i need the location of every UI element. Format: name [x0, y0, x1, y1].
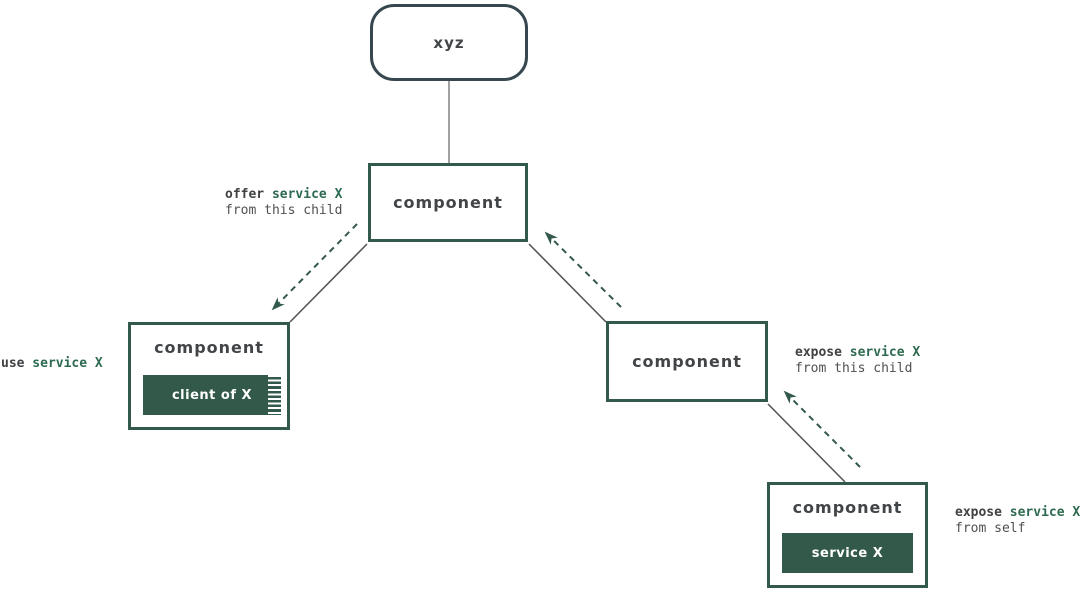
node-component-top: component	[368, 163, 528, 242]
annotation-expose-child-verb: expose	[795, 345, 842, 360]
requires-interface-comb-icon	[268, 375, 281, 415]
annotation-expose-service-self: expose service X from self	[955, 505, 1080, 537]
client-of-x-label: client of X	[171, 387, 253, 403]
annotation-offer-detail: from this child	[225, 203, 343, 218]
edge-top-to-right-component	[528, 243, 607, 323]
annotation-offer-line1: offer service X	[225, 187, 342, 203]
edge-right-to-bottom-component	[767, 403, 846, 483]
edge-top-to-left-component	[289, 243, 368, 323]
annotation-offer-object: service X	[271, 187, 343, 202]
annotation-expose-service-child: expose service X from this child	[795, 345, 920, 377]
annotation-expose-self-verb: expose	[955, 505, 1002, 520]
node-component-top-label: component	[393, 193, 503, 212]
annotation-use-verb: use	[1, 356, 25, 371]
annotation-use-object: service X	[32, 356, 103, 371]
arrow-expose-service-from-self	[783, 390, 861, 468]
annotation-expose-self-detail: from self	[955, 521, 1026, 536]
node-xyz-label: xyz	[433, 33, 465, 52]
node-component-left-label: component	[154, 338, 264, 357]
annotation-offer-verb: offer	[225, 187, 265, 202]
annotation-expose-child-detail: from this child	[795, 361, 913, 376]
service-x-label: service X	[811, 545, 884, 561]
node-component-bottom: component service X	[767, 482, 928, 588]
node-component-left: component client of X	[128, 322, 290, 430]
service-x-box: service X	[782, 533, 913, 573]
node-component-bottom-label: component	[792, 498, 903, 517]
annotation-expose-self-object: service X	[1009, 505, 1081, 520]
annotation-expose-child-line1: expose service X	[795, 345, 920, 361]
node-component-right-label: component	[632, 352, 742, 371]
arrow-expose-service-from-right-child	[544, 231, 622, 308]
annotation-use-line1: use service X	[1, 356, 103, 372]
arrow-offer-service-to-left-child	[271, 223, 358, 311]
node-xyz: xyz	[370, 4, 528, 81]
client-of-x-box: client of X	[143, 375, 281, 415]
node-component-right: component	[606, 321, 768, 402]
annotation-offer-service: offer service X from this child	[225, 187, 342, 219]
annotation-expose-self-line1: expose service X	[955, 505, 1080, 521]
annotation-use-service: use service X	[1, 356, 103, 372]
annotation-expose-child-object: service X	[849, 345, 921, 360]
